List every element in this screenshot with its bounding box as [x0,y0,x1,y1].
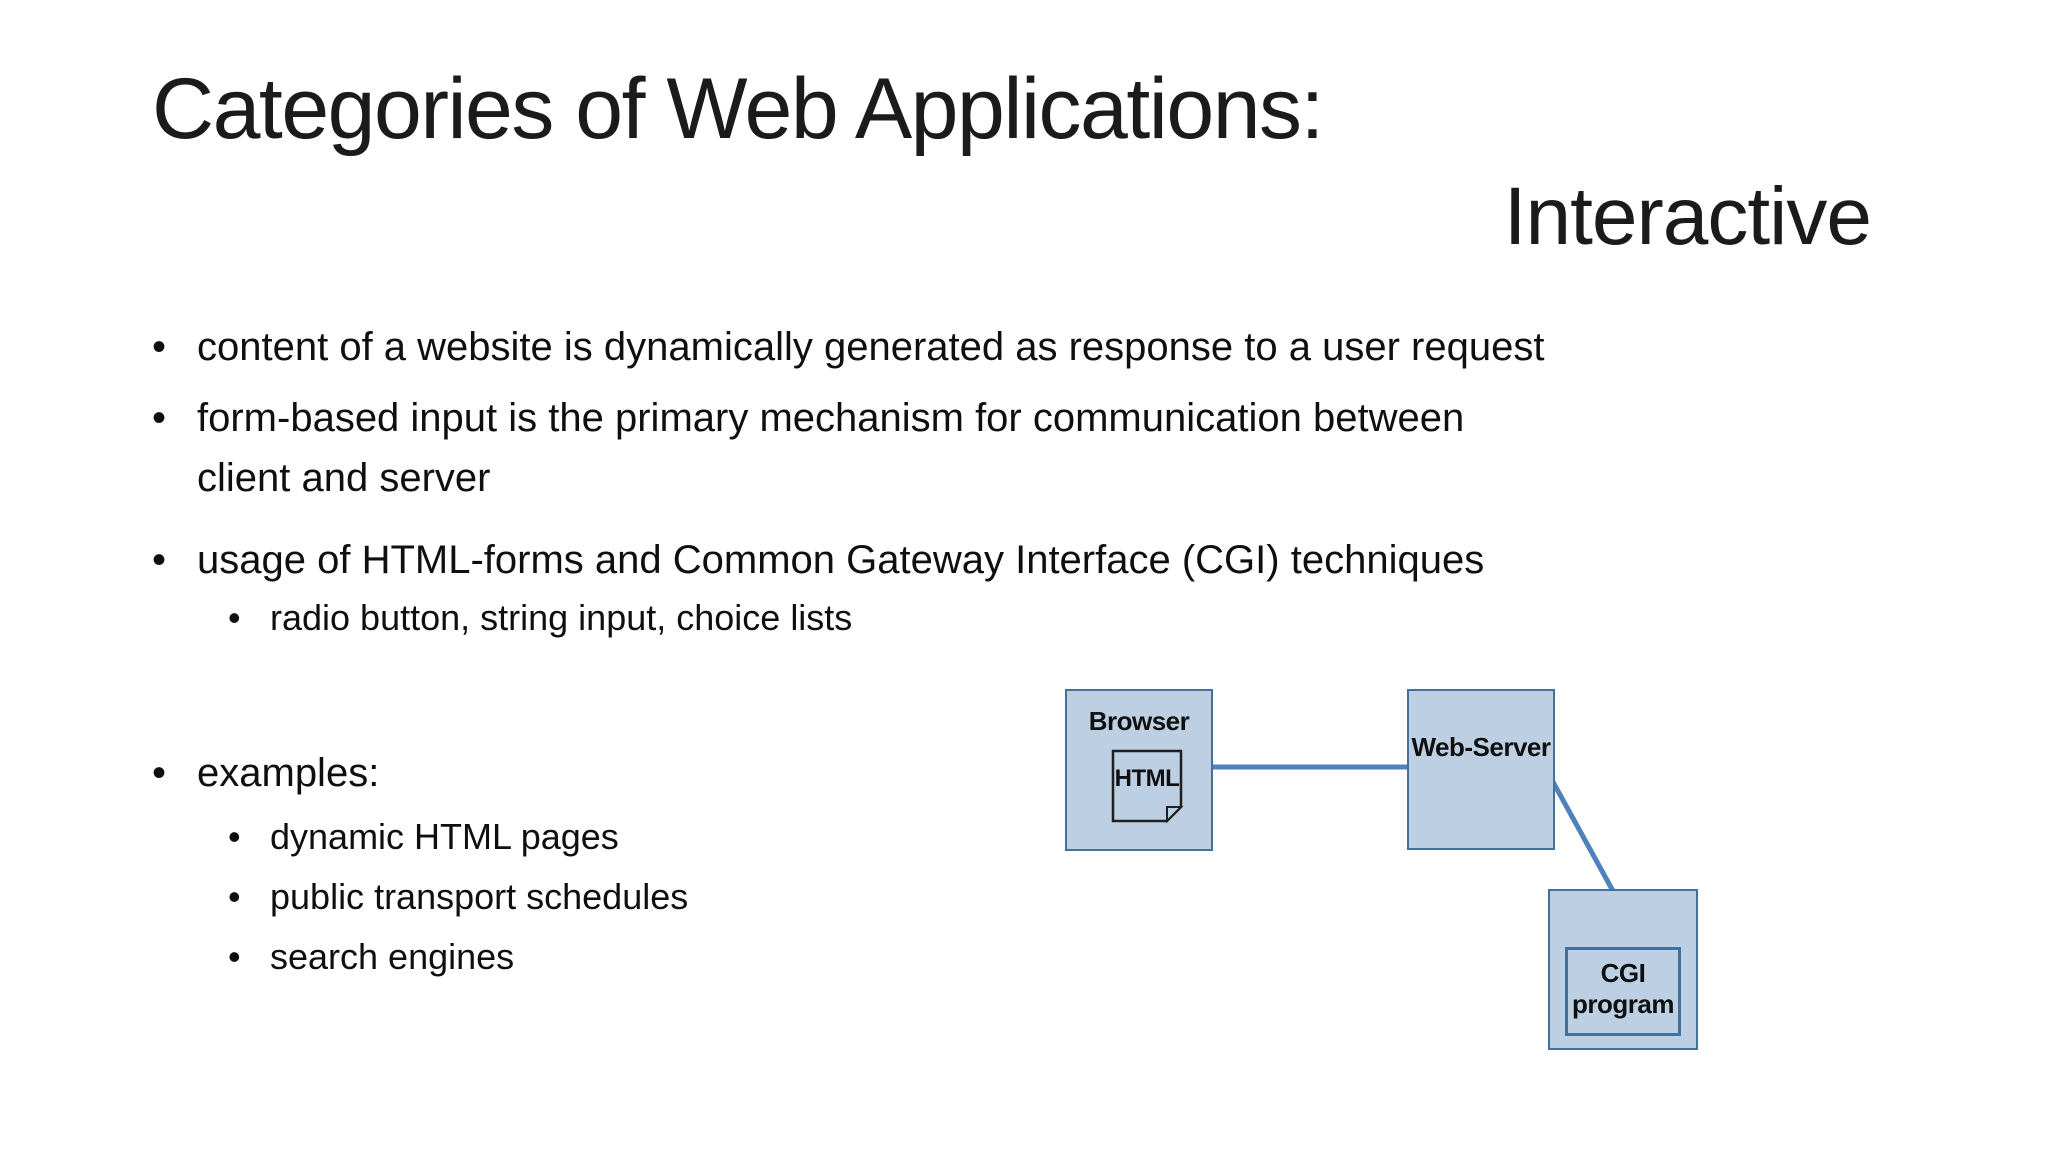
bullet-text: usage of HTML-forms and Common Gateway I… [197,538,1485,582]
bullet-marker: • [228,936,241,977]
bullet-text: public transport schedules [270,876,689,917]
page-title: Categories of Web Applications: [152,61,1324,157]
cgi-program-label: CGI program [1568,958,1678,1020]
bullet-item: • form-based input is the primary mechan… [152,388,1464,508]
bullet-marker: • [152,325,167,369]
bullet-item: • usage of HTML-forms and Common Gateway… [152,530,1484,590]
bullet-text: examples: [197,751,380,795]
bullet-marker: • [152,751,167,795]
bullet-item: • public transport schedules [228,867,688,927]
browser-label: Browser [1088,706,1190,736]
browser-box: Browser HTML [1065,689,1213,851]
cgi-inner-box: CGI program [1565,947,1681,1036]
bullet-item: • examples: [152,743,379,803]
bullet-marker: • [228,597,241,638]
cgi-program-box: CGI program [1548,889,1698,1050]
html-document-icon: HTML [1110,748,1184,824]
bullet-text: radio button, string input, choice lists [270,597,853,638]
bullet-item: • radio button, string input, choice lis… [228,588,852,648]
bullet-marker: • [152,538,167,582]
bullet-text: client and server [197,456,491,500]
page-subtitle: Interactive [1503,171,1872,262]
bullet-text: form-based input is the primary mechanis… [197,396,1465,440]
bullet-item: • dynamic HTML pages [228,807,619,867]
bullet-text: dynamic HTML pages [270,816,619,857]
bullet-item: • search engines [228,927,514,987]
webserver-box: Web-Server [1407,689,1555,850]
bullet-text: content of a website is dynamically gene… [197,325,1545,369]
bullet-item: • content of a website is dynamically ge… [152,317,1544,377]
bullet-marker: • [228,816,241,857]
webserver-label: Web-Server [1411,732,1551,762]
connector-webserver-cgi [1550,780,1616,893]
document-page-icon [1111,749,1184,824]
cgi-label-line2: program [1572,989,1674,1019]
bullet-text: search engines [270,936,515,977]
html-doc-label: HTML [1114,765,1180,792]
bullet-marker: • [228,876,241,917]
cgi-label-line1: CGI [1600,958,1646,988]
bullet-marker: • [152,396,167,440]
